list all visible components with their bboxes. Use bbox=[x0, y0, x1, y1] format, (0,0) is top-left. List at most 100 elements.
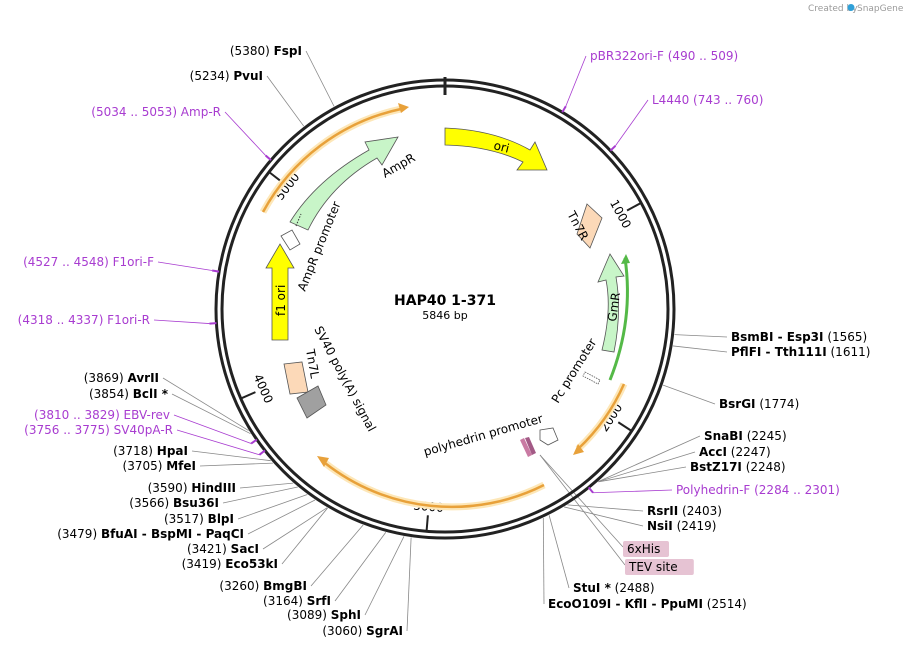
tev-marker bbox=[525, 437, 536, 455]
primer-mark-f1ori-f bbox=[211, 269, 220, 273]
site-label-ecoo109i: EcoO109I - KflI - PpuMI (2514) bbox=[548, 597, 747, 611]
site-label-srfi: (3164) SrfI bbox=[263, 594, 331, 608]
primer-label-sv40pa-r: (3756 .. 3775) SV40pA-R bbox=[24, 423, 173, 437]
credit-brand: SnapGene bbox=[857, 4, 904, 14]
site-label-acci: AccI (2247) bbox=[699, 445, 771, 459]
connector-bstz17i bbox=[598, 466, 687, 483]
primer-connector-ebv-rev bbox=[173, 414, 252, 444]
site-label-sgrai: (3060) SgrAI bbox=[322, 624, 403, 638]
bottom-orange-line bbox=[324, 462, 545, 509]
connector-bsu36i bbox=[222, 486, 298, 504]
connector-bsmbi bbox=[674, 334, 728, 338]
connector-srfi bbox=[334, 532, 387, 602]
site-label-nsii: NsiI (2419) bbox=[647, 519, 716, 533]
grey-feature-box bbox=[296, 385, 327, 419]
connector-ecoo109i bbox=[542, 518, 545, 605]
backbone-features bbox=[259, 103, 628, 511]
connector-bsrgi bbox=[662, 384, 716, 405]
tag-box-0 bbox=[623, 541, 669, 557]
primer-mark-pbr322ori-f bbox=[561, 105, 567, 113]
polyhedrin-promoter-arrow bbox=[539, 427, 559, 446]
connector-bfuai bbox=[247, 499, 316, 535]
site-label-bcli: (3854) BclI * bbox=[89, 387, 169, 401]
site-label-hpai: (3718) HpaI bbox=[113, 444, 188, 458]
primer-mark-l4440 bbox=[609, 145, 617, 152]
tag-box-1 bbox=[625, 559, 694, 575]
primer-label-pbr322ori-f: pBR322ori-F (490 .. 509) bbox=[590, 49, 738, 63]
connector-stui bbox=[548, 515, 570, 589]
site-label-blpi: (3517) BlpI bbox=[164, 512, 234, 526]
site-label-pvui: (5234) PvuI bbox=[190, 69, 263, 83]
connector-acci bbox=[598, 451, 696, 483]
tn7r-box bbox=[576, 203, 603, 249]
tick-mark-4000 bbox=[240, 391, 256, 400]
tag-label-1: TEV site bbox=[628, 560, 678, 574]
site-label-stui: StuI * (2488) bbox=[573, 581, 655, 595]
connector-mfei bbox=[199, 462, 273, 467]
primer-label-l4440: L4440 (743 .. 760) bbox=[652, 93, 763, 107]
site-label-bsrgi: BsrGI (1774) bbox=[719, 397, 799, 411]
tick-mark-3000 bbox=[425, 515, 429, 532]
site-label-bfuai: (3479) BfuAI - BspMI - PaqCI bbox=[57, 527, 244, 541]
gmr-label: GmR bbox=[605, 291, 623, 322]
tag-connector-1 bbox=[539, 454, 626, 566]
gmr-green-arrow bbox=[621, 254, 630, 264]
f1-ori-label: f1 ori bbox=[274, 285, 288, 316]
site-label-bsmbi: BsmBI - Esp3I (1565) bbox=[731, 330, 867, 344]
site-label-bsu36i: (3566) Bsu36I bbox=[129, 496, 219, 510]
sv40-polya-label: SV40 poly(A) signal bbox=[311, 324, 378, 434]
right-orange-arrow bbox=[573, 444, 584, 455]
site-label-mfei: (3705) MfeI bbox=[123, 459, 196, 473]
snapgene-logo-icon bbox=[847, 4, 855, 11]
gmr-arrow bbox=[597, 253, 625, 353]
tick-mark-5000 bbox=[268, 171, 283, 183]
site-label-hindiii: (3590) HindIII bbox=[148, 481, 236, 495]
connector-nsii bbox=[564, 506, 644, 527]
connector-pvui bbox=[266, 75, 305, 127]
primer-mark-amp-r bbox=[265, 154, 272, 161]
plasmid-size: 5846 bp bbox=[422, 309, 467, 322]
ampr-orange-line bbox=[261, 107, 402, 213]
f1-ori-arrow bbox=[265, 243, 295, 341]
connector-sgrai bbox=[406, 537, 412, 632]
tick-label-4000: 4000 bbox=[251, 372, 276, 406]
primer-label-f1ori-f: (4527 .. 4548) F1ori-F bbox=[23, 255, 154, 269]
tag-label-0: 6xHis bbox=[627, 542, 660, 556]
bottom-orange-arrow bbox=[317, 456, 329, 467]
primer-mark-polyhedrin-f bbox=[587, 486, 594, 494]
site-label-snabi: SnaBI (2245) bbox=[704, 429, 787, 443]
tick-label-1000: 1000 bbox=[607, 197, 634, 231]
label-connectors bbox=[153, 50, 728, 632]
connector-avrii bbox=[162, 377, 249, 431]
primer-label-f1ori-r: (4318 .. 4337) F1ori-R bbox=[18, 313, 150, 327]
connector-pflfi bbox=[672, 345, 728, 353]
ampr-arrow bbox=[289, 136, 399, 231]
site-label-saci: (3421) SacI bbox=[187, 542, 259, 556]
right-orange-line bbox=[577, 383, 626, 450]
tag-connector-0 bbox=[539, 454, 624, 548]
site-label-bmgbi: (3260) BmgBI bbox=[219, 579, 307, 593]
site-label-sphi: (3089) SphI bbox=[287, 608, 361, 622]
connector-blpi bbox=[237, 494, 308, 520]
primer-markers bbox=[209, 105, 617, 494]
pc-promoter-arrow bbox=[582, 371, 601, 385]
ampr-dotted-mark bbox=[295, 213, 302, 227]
primer-connector-sv40pa-r bbox=[176, 429, 260, 456]
pc-promoter-label: Pc promoter bbox=[549, 336, 600, 406]
primer-connector-polyhedrin-f bbox=[593, 489, 673, 494]
site-label-fspi: (5380) FspI bbox=[230, 44, 302, 58]
primer-connector-f1ori-r bbox=[153, 319, 210, 324]
connector-snabi bbox=[598, 435, 701, 482]
connector-sphi bbox=[364, 536, 405, 616]
tick-mark-1000 bbox=[626, 201, 642, 212]
plasmid-name: HAP40 1-371 bbox=[394, 293, 496, 309]
site-label-rsrii: RsrII (2403) bbox=[647, 504, 722, 518]
primer-label-amp-r: (5034 .. 5053) Amp-R bbox=[91, 105, 221, 119]
primer-mark-sv40pa-r bbox=[258, 449, 266, 456]
primer-connector-pbr322ori-f bbox=[565, 55, 587, 107]
connector-bmgbi bbox=[310, 524, 364, 587]
connector-fspi bbox=[305, 50, 335, 107]
connector-eco53ki bbox=[281, 507, 328, 565]
connector-hpai bbox=[191, 450, 271, 462]
